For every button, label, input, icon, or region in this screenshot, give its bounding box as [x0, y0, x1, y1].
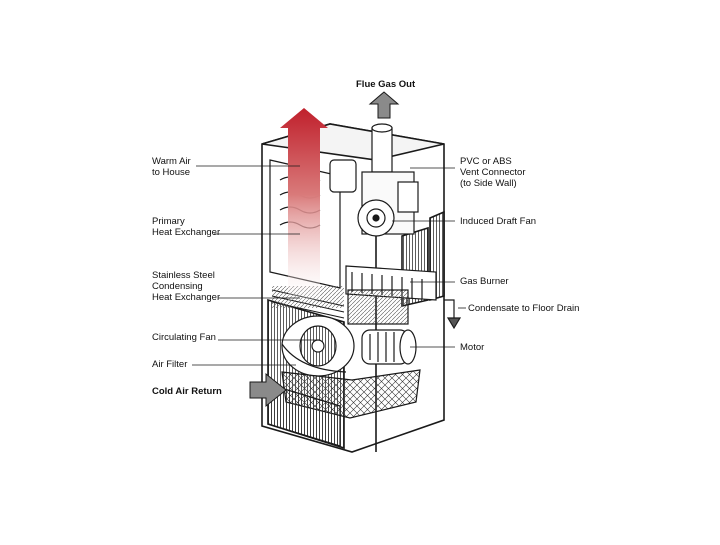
gas-burner-label: Gas Burner	[460, 276, 509, 287]
primary-heat-exchanger-label: Primary Heat Exchanger	[152, 216, 221, 238]
condensing-heat-exchanger-label: Stainless Steel Condensing Heat Exchange…	[152, 270, 221, 303]
air-filter-label: Air Filter	[152, 359, 188, 370]
circulating-fan	[281, 315, 355, 377]
vent-connector-label: PVC or ABS Vent Connector (to Side Wall)	[460, 156, 526, 189]
gas-burner	[345, 265, 437, 325]
motor-label: Motor	[460, 342, 485, 353]
warm-air-arrow	[280, 108, 328, 300]
induced-draft-fan	[357, 123, 419, 237]
induced-draft-fan-label: Induced Draft Fan	[460, 216, 537, 227]
motor	[361, 329, 417, 365]
flue-gas-out-label: Flue Gas Out	[356, 79, 416, 90]
leader-lines	[192, 165, 466, 366]
condensate-drain-label: Condensate to Floor Drain	[468, 303, 580, 314]
flue-gas-out-arrow	[368, 91, 400, 119]
cold-air-return-arrow	[249, 372, 287, 408]
circulating-fan-label: Circulating Fan	[152, 332, 216, 343]
return-grille	[267, 383, 341, 447]
condensate-drain-arrow	[444, 299, 462, 330]
cold-air-return-label: Cold Air Return	[152, 386, 222, 397]
warm-air-label: Warm Air to House	[152, 156, 191, 178]
